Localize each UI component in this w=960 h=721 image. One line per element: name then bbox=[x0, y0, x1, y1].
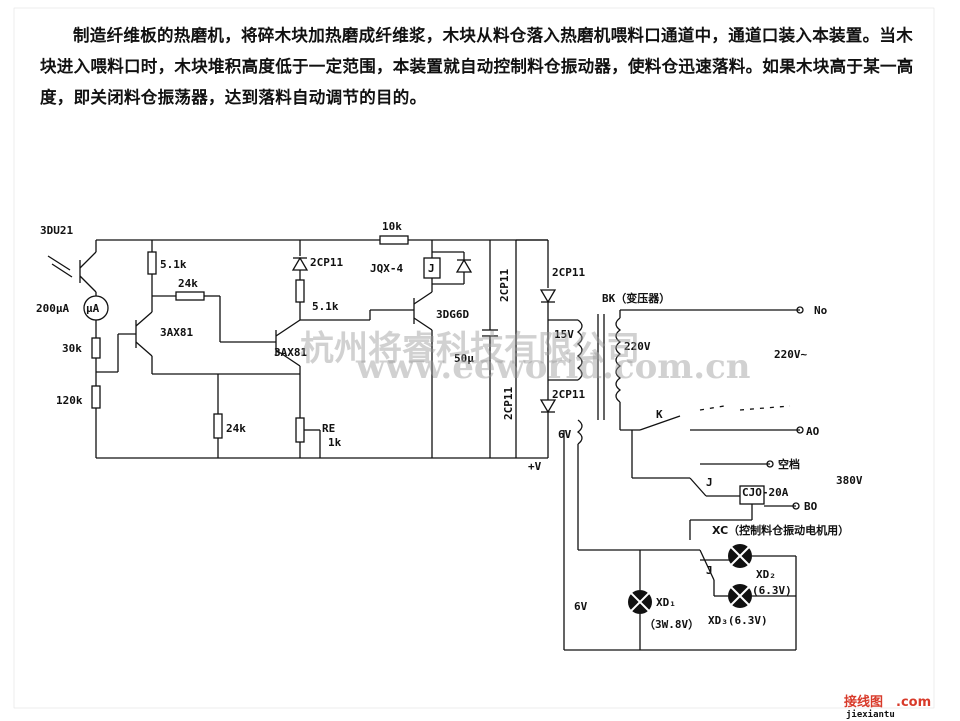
r120k-label: 120k bbox=[56, 394, 83, 407]
re-val-label: 1k bbox=[328, 436, 342, 449]
watermark-url: www.eeworld.com.cn bbox=[355, 347, 751, 387]
secondary-6v-coil bbox=[576, 419, 583, 445]
lamp-xd3 bbox=[728, 584, 752, 608]
q1-label: 3AX81 bbox=[160, 326, 193, 339]
v220-label: 220V bbox=[624, 340, 651, 353]
watermark-cn: 杭州将睿科技有限公司 bbox=[300, 329, 640, 369]
terminal-no bbox=[796, 306, 804, 314]
resistor-10k bbox=[379, 235, 409, 245]
potentiometer-re bbox=[295, 417, 305, 443]
bridge-3-label: 2CP11 bbox=[498, 269, 511, 302]
ao-label: AO bbox=[806, 425, 820, 438]
meter-label: 200μA bbox=[36, 302, 69, 315]
terminal-empty bbox=[766, 460, 774, 468]
plus-v-label: +V bbox=[528, 460, 542, 473]
transistor-q1 bbox=[135, 296, 300, 375]
footer-logo: 接线图 bbox=[844, 694, 883, 710]
r24k-a-label: 24k bbox=[178, 277, 198, 290]
bridge-diode-1 bbox=[539, 289, 557, 304]
zener-diode bbox=[291, 256, 309, 271]
terminal-ao bbox=[796, 426, 804, 434]
v380-label: 380V bbox=[836, 474, 863, 487]
relay-coil bbox=[423, 257, 441, 279]
flyback-diode bbox=[455, 258, 473, 273]
xd3-label: XD₃(6.3V) bbox=[708, 614, 768, 627]
phototransistor bbox=[47, 239, 300, 296]
switch-k-label: K bbox=[656, 408, 663, 421]
cjo-label: CJO-20A bbox=[742, 486, 789, 499]
r30k-label: 30k bbox=[62, 342, 82, 355]
footer-com: .com bbox=[896, 695, 931, 710]
bridge-4-label: 2CP11 bbox=[502, 387, 515, 420]
resistor-30k bbox=[91, 337, 101, 359]
bridge-1-label: 2CP11 bbox=[552, 266, 585, 279]
j-contact-label: J bbox=[706, 476, 713, 489]
bk-label: BK（变压器） bbox=[602, 291, 670, 305]
q3-label: 3DG6D bbox=[436, 308, 469, 321]
resistor-24k-b bbox=[213, 413, 223, 439]
resistor-24k-a bbox=[175, 291, 205, 301]
cap-label: 50μ bbox=[454, 352, 474, 365]
resistor-5.1k-b bbox=[295, 279, 305, 303]
relay-coil-j: J bbox=[428, 262, 435, 275]
resistor-120k bbox=[91, 385, 101, 409]
primary-220v-coil bbox=[615, 317, 622, 403]
footer-sub: jiexiantu bbox=[846, 709, 895, 720]
transistor-q3 bbox=[413, 291, 433, 458]
r51k-b-label: 5.1k bbox=[312, 300, 339, 313]
xd2-label: XD₂ bbox=[756, 568, 776, 581]
bridge-diode-2 bbox=[539, 399, 557, 414]
xd1-spec-label: （3W.8V） bbox=[644, 618, 699, 631]
transistor-q2 bbox=[275, 319, 301, 418]
bo-label: BO bbox=[804, 500, 818, 513]
bridge-2-label: 2CP11 bbox=[552, 388, 585, 401]
q2-label: 3AX81 bbox=[274, 346, 307, 359]
xd2-spec-label: (6.3V) bbox=[752, 584, 792, 597]
empty-label: 空档 bbox=[778, 457, 800, 471]
phototransistor-label: 3DU21 bbox=[40, 224, 73, 237]
lamp-xd2 bbox=[728, 544, 752, 568]
r24k-b-label: 24k bbox=[226, 422, 246, 435]
meter-symbol: μA bbox=[86, 302, 100, 315]
v6-label: 6V bbox=[558, 428, 572, 441]
description-text: 制造纤维板的热磨机，将碎木块加热磨成纤维浆，木块从料仓落入热磨机喂料口通道中，通… bbox=[40, 20, 920, 113]
zener-label: 2CP11 bbox=[310, 256, 343, 269]
relay-label: JQX-4 bbox=[370, 262, 403, 275]
v220ac-label: 220V~ bbox=[774, 348, 807, 361]
v6-lamp-label: 6V bbox=[574, 600, 588, 613]
secondary-15v-coil bbox=[576, 319, 583, 381]
terminal-bo bbox=[792, 502, 800, 510]
r10k-label: 10k bbox=[382, 220, 402, 233]
v15-label: 15V bbox=[554, 328, 574, 341]
xd1-label: XD₁ bbox=[656, 596, 676, 609]
xc-label: XC（控制料仓振动电机用） bbox=[712, 523, 849, 537]
resistor-5.1k-a bbox=[147, 251, 157, 275]
r51k-a-label: 5.1k bbox=[160, 258, 187, 271]
description-paragraph: 制造纤维板的热磨机，将碎木块加热磨成纤维浆，木块从料仓落入热磨机喂料口通道中，通… bbox=[40, 26, 914, 107]
lamp-xd1 bbox=[628, 590, 652, 614]
j-contact2-label: J bbox=[706, 564, 713, 577]
re-label: RE bbox=[322, 422, 335, 435]
no-label: No bbox=[814, 304, 828, 317]
